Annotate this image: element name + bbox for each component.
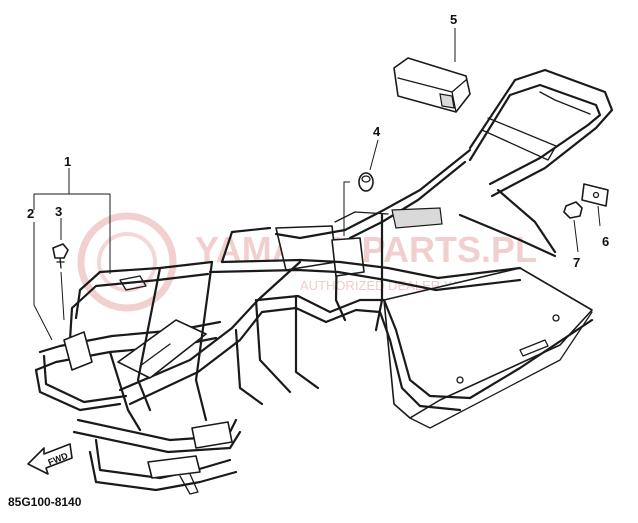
part-5-cushion [393,57,471,113]
callout-2: 2 [27,206,34,221]
callout-4: 4 [373,124,381,139]
part-3-bolt [52,243,69,269]
callout-5: 5 [450,12,457,27]
main-frame [34,68,614,495]
part-4-bush [358,172,374,192]
part-7-nut [563,201,583,219]
forward-arrow-icon: FWD [27,443,73,475]
watermark-logo-icon [77,212,177,312]
part-6-plate [581,183,609,207]
callout-1: 1 [64,154,71,169]
floor-panel [383,267,593,429]
watermark-main: YAMAHA-PARTS.PL [195,229,537,270]
watermark: YAMAHA-PARTS.PL AUTHORIZED DEALER YAMAHA [77,212,537,312]
leader-lines [33,28,601,341]
callout-7: 7 [573,255,580,270]
callout-6: 6 [602,234,609,249]
callouts: 1 2 3 4 5 6 7 [27,12,609,270]
part-code: 85G100-8140 [8,495,82,509]
callout-3: 3 [55,204,62,219]
